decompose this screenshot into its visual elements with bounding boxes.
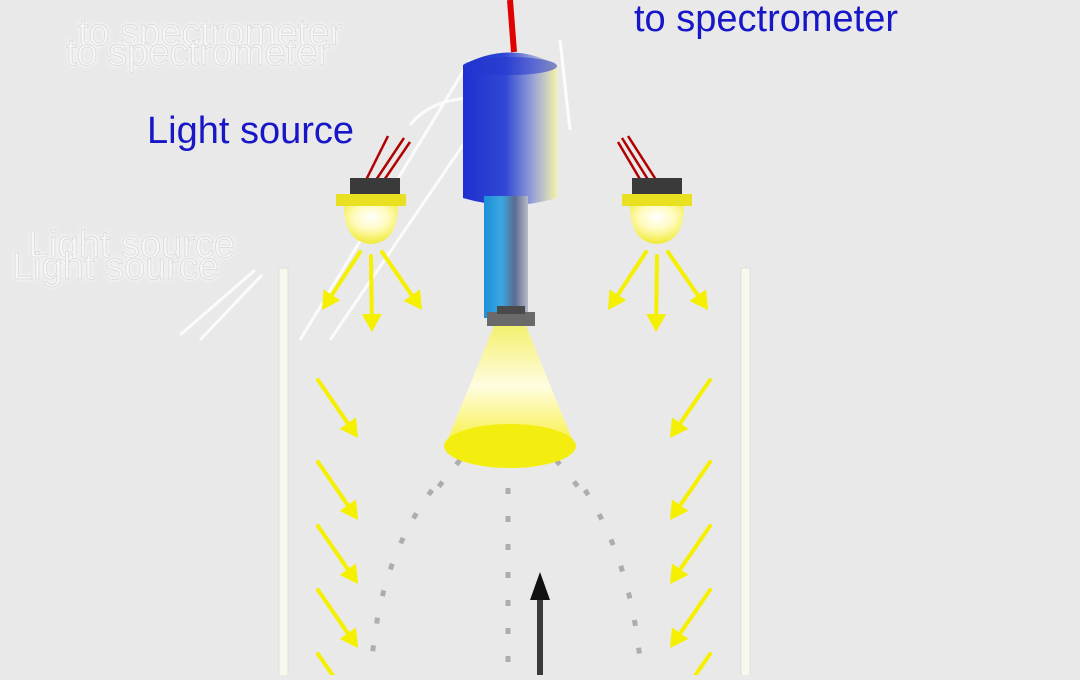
left-lamp-arrow-right <box>380 250 422 310</box>
left-ray-arrow-4 <box>316 588 358 648</box>
right-ray-arrow-1 <box>670 378 712 438</box>
right-lamp-arrow-left <box>608 250 648 310</box>
label-light-source: Light source <box>147 110 355 152</box>
right-wall <box>740 267 751 679</box>
right-lamp-arrow-center <box>646 254 667 332</box>
left-ray-arrow-1 <box>316 378 358 438</box>
left-lamp-arrow-left <box>322 250 362 310</box>
ghost-label-light-source: Light source <box>27 224 236 266</box>
ghost-label-to-spectrometer: to spectrometer <box>78 12 343 54</box>
ghost-label-light-source-2: Light source <box>11 246 220 288</box>
light-ray-arrows <box>316 250 712 680</box>
right-ray-arrow-4 <box>670 588 712 648</box>
left-lamp-arrow-center <box>361 254 382 332</box>
right-ray-arrow-3 <box>670 524 712 584</box>
sample-needle-icon <box>530 572 550 676</box>
left-lamp-icon <box>336 135 412 244</box>
left-ray-arrow-2 <box>316 460 358 520</box>
ghost-label-to-spectrometer-2: to spectrometer <box>66 32 331 74</box>
label-to-spectrometer: to spectrometer <box>634 0 898 40</box>
optical-probe-icon <box>463 52 557 326</box>
right-ray-arrow-2 <box>670 460 712 520</box>
illumination-cone <box>444 326 576 468</box>
fiber-to-spectrometer <box>507 0 517 53</box>
right-lamp-icon <box>616 135 692 244</box>
left-ray-arrow-3 <box>316 524 358 584</box>
right-lamp-arrow-right <box>666 250 708 310</box>
left-wall <box>278 267 289 679</box>
